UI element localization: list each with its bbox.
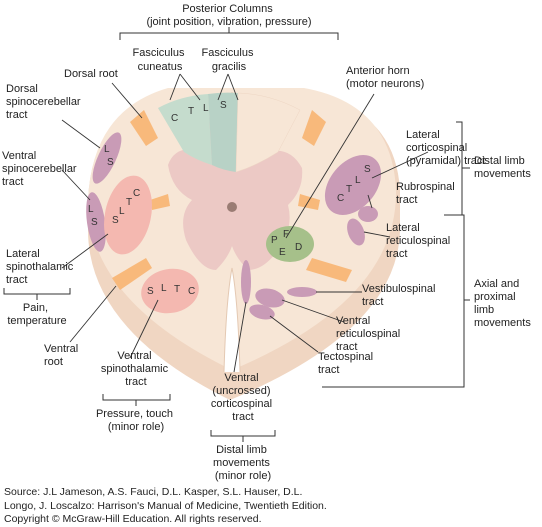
central-canal [227,202,237,212]
fasciculus-gracilis-tract [208,92,238,172]
tract-letter: L [355,175,361,186]
distal-limb-label: Distal limb movements [474,155,531,180]
caption-line: Longo, J. Loscalzo: Harrison's Manual of… [4,499,327,512]
tract-letter: C [188,286,195,297]
dorsal-root-left [130,110,158,146]
tract-letter: S [91,217,98,228]
tract-letter: P [271,235,278,246]
pressure-touch-label: Pressure, touch (minor role) [96,408,176,433]
ventral-spinocerebellar-label: Ventral spinocerebellar tract [2,150,80,188]
lateral-spinothalamic-tract [104,175,152,255]
ventral-reticulospinal-label: Ventral reticulospinal tract [336,315,403,353]
tectospinal-tract [249,304,275,320]
posterior-columns-label: Posterior Columns (joint position, vibra… [146,3,311,28]
tract-letter: T [174,284,180,295]
ventral-spinothalamic-label: Ventral spinothalamic tract [101,350,171,388]
distal-minor-label: Distal limb movements (minor role) [213,444,273,482]
axial-proximal-label: Axial and proximal limb movements [474,278,531,329]
tract-letter: T [126,197,132,208]
ventral-spinocerebellar-tract [86,192,106,252]
tract-letter: C [337,193,344,204]
tract-letter: S [107,157,114,168]
left-tracts: L S L S S L T C S L T C [86,132,199,314]
tract-letter: T [188,106,194,117]
anterior-horn-label: Anterior horn (motor neurons) [346,65,424,90]
tract-letter: S [364,164,371,175]
vestibulospinal-label: Vestibulospinal tract [362,283,438,308]
posterior-column-right [235,92,301,173]
dorsal-root-right [302,110,326,146]
tract-letter: S [147,286,154,297]
ventral-corticospinal-tract [241,260,251,304]
lateral-corticospinal-label: Lateral corticospinal (pyramidal) tract [406,129,485,167]
right-tracts: C T L S P F E D [241,155,382,320]
rubrospinal-tract [358,206,378,222]
lateral-reticulospinal-label: Lateral reticulospinal tract [386,222,453,260]
ventral-root-left [112,258,152,290]
lateral-reticulospinal-tract [347,218,365,246]
lateral-spinothalamic-label: Lateral spinothalamic tract [6,248,76,286]
caption-line: Copyright © McGraw-Hill Education. All r… [4,513,262,525]
anterior-median-fissure [223,267,241,373]
lateral-root-left [150,194,170,210]
ventral-corticospinal-label: Ventral (uncrossed) corticospinal tract [211,372,275,423]
tract-letter: C [171,113,178,124]
lateral-root-right [298,194,320,210]
tract-letter: D [295,242,302,253]
tract-letter: L [88,204,94,215]
dorsal-spinocerebellar-tract [92,132,122,184]
tract-letter: L [119,206,125,217]
source-caption: Source: J.L Jameson, A.S. Fauci, D.L. Ka… [4,486,540,527]
leader-lines [61,73,429,373]
fasciculus-cuneatus-label: Fasciculus cuneatus [132,47,187,73]
posterior-columns: C T L S [158,92,301,173]
fasciculus-cuneatus-tract [158,94,212,165]
tract-letter: L [161,283,167,294]
ventral-reticulospinal-tract [255,288,285,308]
gray-matter [168,100,303,270]
pain-temperature-label: Pain, temperature [7,302,66,327]
dorsal-root-label: Dorsal root [64,68,118,80]
tectospinal-label: Tectospinal tract [318,351,376,376]
anterior-horn-nuclei [266,226,314,262]
ventral-root-label: Ventral root [44,343,81,368]
tract-letter: L [203,103,209,114]
lateral-corticospinal-tract [324,155,382,215]
braces [3,27,470,442]
labels: Posterior Columns (joint position, vibra… [2,3,531,482]
tract-letter: L [104,144,110,155]
dorsal-spinocerebellar-label: Dorsal spinocerebellar tract [6,83,84,121]
tract-letter: S [220,100,227,111]
ventral-root-right [306,258,352,282]
rubrospinal-label: Rubrospinal tract [396,181,458,206]
fasciculus-gracilis-label: Fasciculus gracilis [201,47,256,73]
tract-letter: C [133,188,140,199]
tract-letter: E [279,247,286,258]
tract-letter: S [112,215,119,226]
ventral-spinothalamic-tract [141,268,199,314]
tract-letter: F [283,229,289,240]
caption-line: Source: J.L Jameson, A.S. Fauci, D.L. Ka… [4,486,303,498]
tract-letter: T [346,184,352,195]
vestibulospinal-tract [287,287,317,297]
